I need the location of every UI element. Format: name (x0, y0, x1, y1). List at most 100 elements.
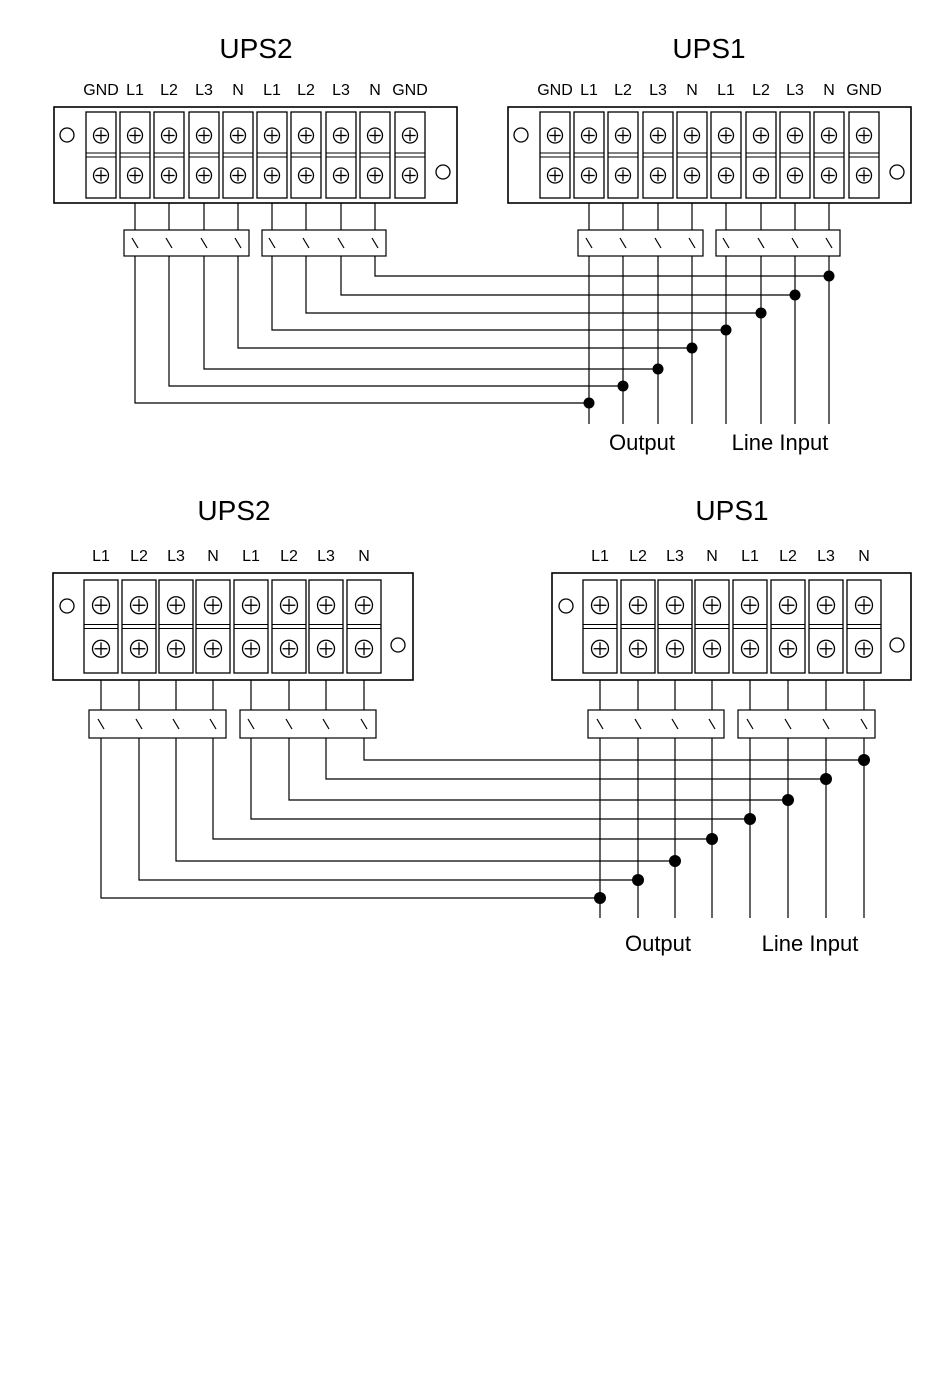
ups2-title: UPS2 (219, 33, 292, 64)
junction-dot (594, 892, 606, 904)
screw-icon (197, 128, 212, 143)
screw-icon (582, 168, 597, 183)
output-label: Output (609, 430, 675, 455)
breaker (588, 710, 724, 738)
terminal (621, 580, 655, 673)
screw-icon (403, 168, 418, 183)
screw-icon (205, 640, 222, 657)
terminal-label: GND (846, 82, 882, 99)
terminal-label: L1 (741, 548, 759, 565)
mount-hole-icon (60, 599, 74, 613)
ups1-title: UPS1 (672, 33, 745, 64)
breakers (89, 710, 875, 738)
wire (364, 738, 864, 760)
terminal (658, 580, 692, 673)
junction-dot (756, 308, 767, 319)
terminal-label: N (858, 548, 870, 565)
terminal-label: L1 (92, 548, 110, 565)
terminal-label: L2 (629, 548, 647, 565)
screw-icon (780, 597, 797, 614)
terminal-label: N (207, 548, 219, 565)
terminal (677, 112, 707, 198)
mount-hole-icon (890, 165, 904, 179)
ups2-terminal-block (53, 573, 413, 680)
terminal (223, 112, 253, 198)
screw-icon (231, 128, 246, 143)
screw-icon (857, 128, 872, 143)
terminal-label: L1 (242, 548, 260, 565)
junction-dot (721, 325, 732, 336)
breakers (124, 230, 840, 256)
screw-icon (197, 168, 212, 183)
screw-icon (788, 168, 803, 183)
screw-icon (128, 128, 143, 143)
screw-icon (318, 597, 335, 614)
screw-icon (548, 168, 563, 183)
terminal (643, 112, 673, 198)
screw-icon (168, 597, 185, 614)
terminal-label: L3 (317, 548, 335, 565)
terminal-label: L1 (580, 82, 598, 99)
terminal-label: L2 (779, 548, 797, 565)
terminal (257, 112, 287, 198)
terminal (154, 112, 184, 198)
terminal-label: N (358, 548, 370, 565)
junction-dot (790, 290, 801, 301)
terminal (84, 580, 118, 673)
terminal (291, 112, 321, 198)
screw-icon (616, 168, 631, 183)
junction-dot (824, 271, 835, 282)
terminal-label: L3 (666, 548, 684, 565)
screw-icon (818, 597, 835, 614)
terminal (122, 580, 156, 673)
screw-icon (582, 128, 597, 143)
wire (326, 738, 826, 779)
junction-dot (632, 874, 644, 886)
junction-dot (618, 381, 629, 392)
screw-icon (719, 168, 734, 183)
terminal (120, 112, 150, 198)
breaker (578, 230, 703, 256)
screw-icon (356, 640, 373, 657)
ups1-title: UPS1 (695, 495, 768, 526)
terminal-label: L2 (130, 548, 148, 565)
terminal-label: N (232, 82, 244, 99)
screw-icon (630, 640, 647, 657)
terminal (272, 580, 306, 673)
screw-icon (704, 597, 721, 614)
terminal (309, 580, 343, 673)
terminal (780, 112, 810, 198)
mount-hole-icon (559, 599, 573, 613)
screw-icon (857, 168, 872, 183)
wire (306, 256, 761, 313)
terminal-label: L2 (752, 82, 770, 99)
junction-dot (744, 813, 756, 825)
screw-icon (94, 128, 109, 143)
mount-hole-icon (60, 128, 74, 142)
screw-icon (231, 168, 246, 183)
screw-icon (616, 128, 631, 143)
screw-icon (162, 128, 177, 143)
screw-icon (403, 128, 418, 143)
screw-icon (94, 168, 109, 183)
junction-dot (858, 754, 870, 766)
terminal (159, 580, 193, 673)
ups2-terminal-block (54, 107, 457, 203)
terminal (733, 580, 767, 673)
screw-icon (168, 640, 185, 657)
terminal (814, 112, 844, 198)
terminal-label: N (706, 548, 718, 565)
terminal-label: L2 (160, 82, 178, 99)
screw-icon (356, 597, 373, 614)
screw-icon (131, 597, 148, 614)
terminal-label: L1 (591, 548, 609, 565)
junction-dot (706, 833, 718, 845)
screw-icon (780, 640, 797, 657)
terminal (695, 580, 729, 673)
screw-icon (299, 168, 314, 183)
screw-icon (651, 168, 666, 183)
terminal (746, 112, 776, 198)
wire (213, 738, 712, 839)
screw-icon (667, 597, 684, 614)
ups1-terminal-block (552, 573, 911, 680)
